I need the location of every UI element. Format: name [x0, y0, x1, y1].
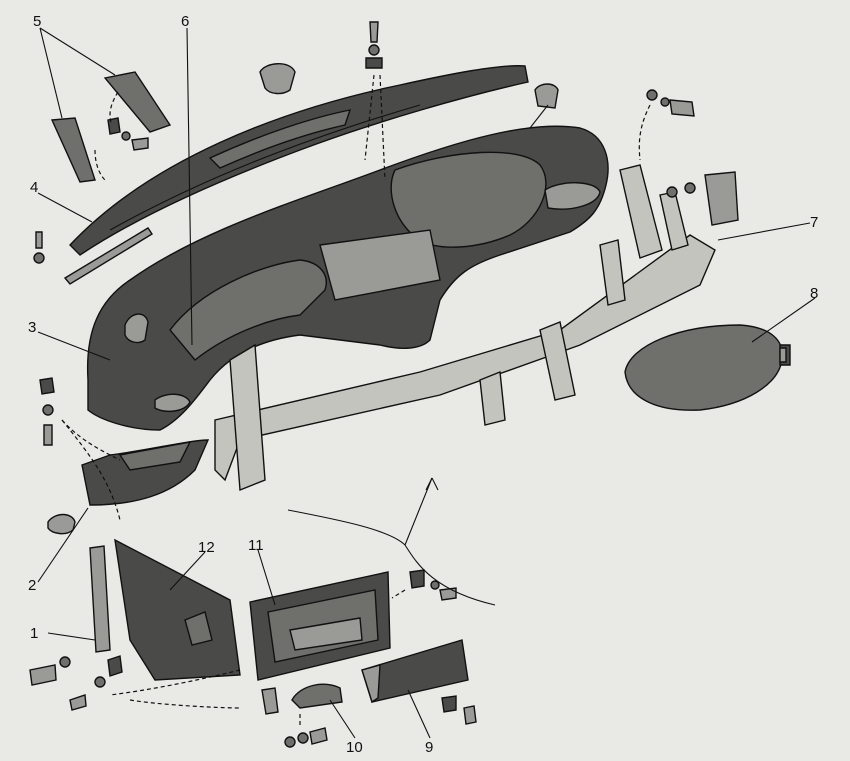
defroster-cap	[259, 63, 296, 95]
callout-11: 11	[248, 537, 264, 554]
callout-4: 4	[30, 179, 38, 196]
right-mounting-bracket	[666, 171, 739, 226]
callout-9: 9	[425, 739, 433, 756]
callout-3: 3	[28, 319, 36, 336]
support-rod	[63, 227, 153, 285]
vent-cap	[534, 83, 559, 109]
callout-1: 1	[30, 625, 38, 642]
callout-6: 6	[181, 13, 189, 30]
support-crossmember	[214, 164, 716, 492]
handle-bracket	[261, 683, 343, 715]
main-dashboard-panel	[86, 125, 609, 431]
trim-strip	[89, 545, 111, 653]
end-brackets	[50, 71, 172, 183]
glovebox-lid	[624, 324, 791, 411]
callout-12: 12	[198, 539, 215, 556]
lower-left-trim	[47, 439, 210, 535]
callout-8: 8	[810, 285, 818, 302]
callout-2: 2	[28, 577, 36, 594]
callout-labels: 1 2 3 4 5 6 7 8 9 10 11 12	[28, 13, 818, 756]
leader-lines	[37, 27, 816, 739]
fasteners	[29, 21, 787, 748]
callout-5: 5	[33, 13, 41, 30]
callout-10: 10	[346, 739, 363, 756]
storage-pocket	[361, 639, 469, 704]
assembly-arrows	[61, 74, 651, 725]
callout-7: 7	[810, 214, 818, 231]
side-panel	[114, 538, 241, 681]
upper-trim-panel	[69, 65, 529, 256]
console-frame	[249, 571, 391, 681]
